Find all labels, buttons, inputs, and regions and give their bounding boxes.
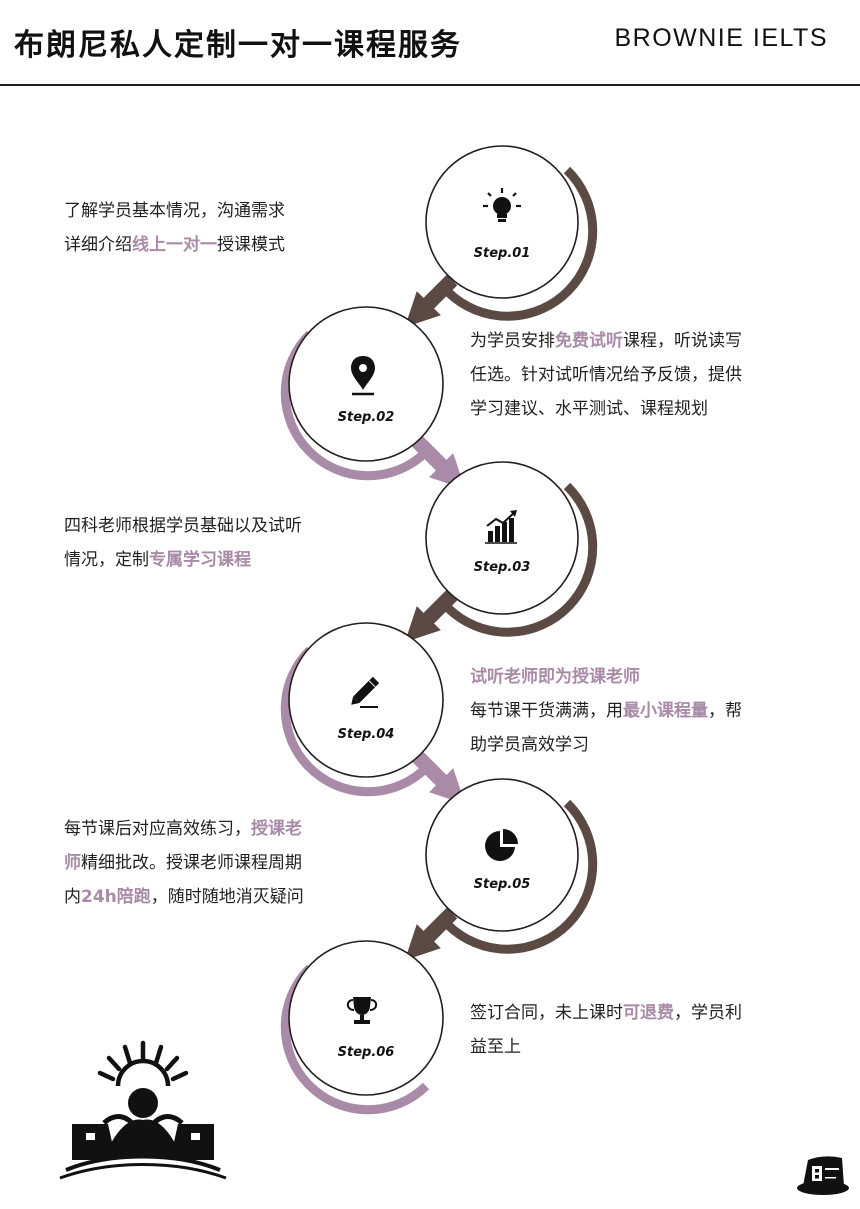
lightbulb-icon xyxy=(483,188,521,222)
brownie-logo xyxy=(797,1156,849,1195)
step-2-description: 为学员安排免费试听课程，听说读写 任选。针对试听情况给予反馈，提供 学习建议、水… xyxy=(470,331,742,419)
step-5: Step.05 xyxy=(425,778,598,954)
step-4-description: 试听老师即为授课老师 每节课干货满满，用最小课程量，帮 助学员高效学习 xyxy=(470,660,742,762)
step-3: Step.03 xyxy=(425,461,598,637)
arrow-1-to-2 xyxy=(404,274,458,328)
arrow-2-to-3 xyxy=(408,432,466,490)
step-6: Step.06 xyxy=(280,940,444,1115)
step-2-label: Step.02 xyxy=(338,410,395,425)
step-1-label: Step.01 xyxy=(474,246,531,261)
step-5-description: 每节课后对应高效练习，授课老 师精细批改。授课老师课程周期 内24h陪跑，随时随… xyxy=(64,819,304,907)
student-illustration xyxy=(59,1040,227,1180)
step-4-title: 试听老师即为授课老师 xyxy=(470,667,640,687)
pie-chart-icon xyxy=(485,829,518,861)
step-1: Step.01 xyxy=(425,145,598,321)
arrow-3-to-4 xyxy=(404,589,458,643)
arrow-4-to-5 xyxy=(408,747,466,805)
step-5-label: Step.05 xyxy=(474,877,531,892)
step-6-description: 签订合同，未上课时可退费，学员利 益至上 xyxy=(470,1003,742,1057)
page-title: 布朗尼私人定制一对一课程服务 xyxy=(14,28,462,63)
step-1-description: 了解学员基本情况，沟通需求 详细介绍线上一对一授课模式 xyxy=(64,201,285,255)
growth-chart-icon xyxy=(485,510,517,544)
step-3-description: 四科老师根据学员基础以及试听 情况，定制专属学习课程 xyxy=(64,516,302,570)
arrow-5-to-6 xyxy=(404,907,458,961)
step-6-label: Step.06 xyxy=(338,1045,395,1060)
brand-name: BROWNIE IELTS xyxy=(614,24,828,52)
trophy-icon xyxy=(346,997,378,1024)
step-4: Step.04 xyxy=(280,622,444,797)
step-3-label: Step.03 xyxy=(474,560,531,575)
pencil-icon xyxy=(351,676,380,708)
step-2: Step.02 xyxy=(280,306,444,481)
header: 布朗尼私人定制一对一课程服务 BROWNIE IELTS xyxy=(0,0,860,86)
location-pin-icon xyxy=(351,356,375,396)
step-4-label: Step.04 xyxy=(338,727,395,742)
